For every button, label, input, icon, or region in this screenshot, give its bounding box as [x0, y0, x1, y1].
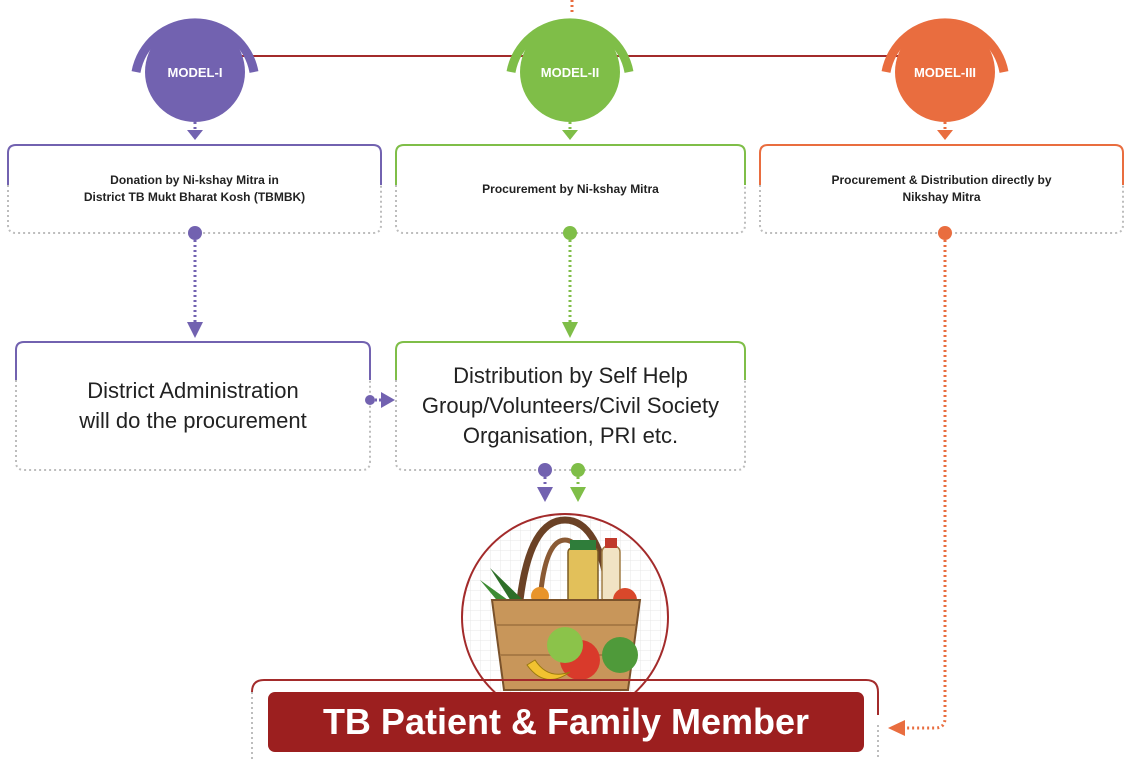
procurement-box-frame: [395, 144, 746, 234]
patient-banner-text: TB Patient & Family Member: [322, 701, 810, 742]
arrow-distribution-purple: [537, 463, 553, 502]
model-1-label: MODEL-I: [168, 65, 223, 80]
district-admin-box-text: District Administration will do the proc…: [79, 378, 307, 433]
donation-box: Donation by Ni-kshay Mitra in District T…: [8, 145, 381, 233]
model-3-circle: [895, 22, 995, 122]
procurement-distribution-box-text: Procurement & Distribution directly by N…: [831, 173, 1052, 204]
food-basket-icon: [461, 513, 669, 721]
connector-procurement-to-distribution: [562, 226, 578, 338]
connector-donation-to-admin: [187, 226, 203, 338]
district-admin-box-frame: [15, 341, 371, 471]
model-1-circle: [145, 22, 245, 122]
model-3-node: MODEL-III: [881, 18, 1009, 122]
distribution-box-frame: [395, 341, 746, 471]
model-1-node: MODEL-I: [131, 18, 259, 122]
arrow-admin-to-distribution: [365, 392, 395, 408]
patient-banner: TB Patient & Family Member: [268, 692, 864, 752]
model-2-circle: [520, 22, 620, 122]
arrow-model2-down: [562, 122, 578, 140]
model-2-node: MODEL-II: [506, 18, 634, 122]
procurement-box-text: Procurement by Ni-kshay Mitra: [482, 181, 659, 196]
model-2-label: MODEL-II: [541, 65, 600, 80]
district-admin-box: District Administration will do the proc…: [16, 342, 370, 470]
arrow-model1-down: [187, 122, 203, 140]
connector-model3-to-patient: [888, 226, 952, 736]
procurement-box: Procurement by Ni-kshay Mitra: [396, 145, 745, 233]
arrow-distribution-green: [570, 463, 586, 502]
model-3-label: MODEL-III: [914, 65, 976, 80]
procurement-distribution-box: Procurement & Distribution directly by N…: [760, 145, 1123, 233]
arrow-model3-down: [937, 122, 953, 140]
distribution-box-text: Distribution by Self Help Group/Voluntee…: [421, 363, 720, 448]
distribution-box: Distribution by Self Help Group/Voluntee…: [396, 342, 745, 470]
patient-frame: [251, 679, 879, 759]
donation-box-text: Donation by Ni-kshay Mitra in District T…: [83, 173, 306, 204]
